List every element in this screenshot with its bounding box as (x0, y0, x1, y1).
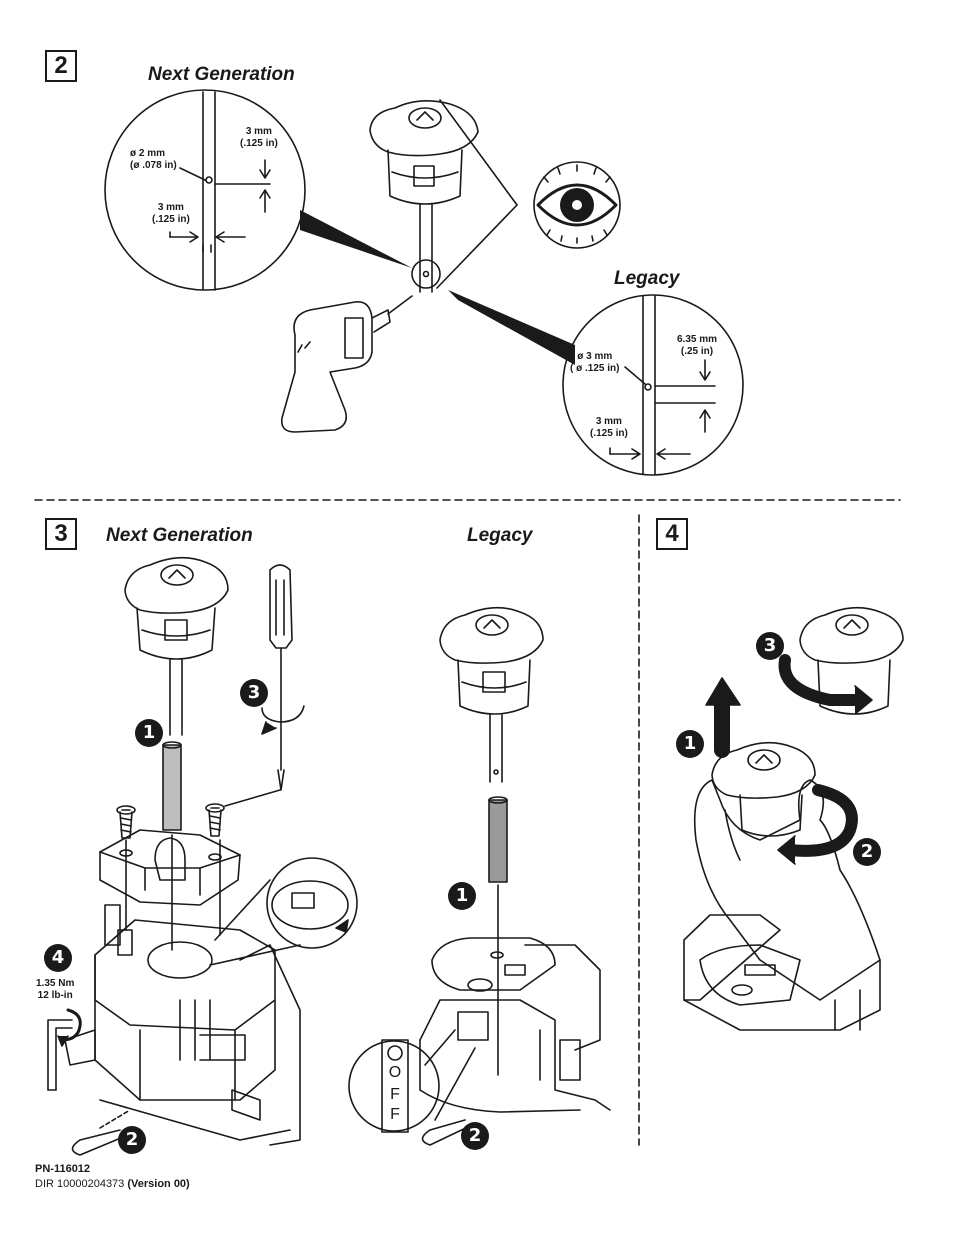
screwdriver-icon (261, 564, 305, 791)
part-number: PN-116012 (35, 1163, 91, 1175)
dir-number: DIR 10000204373 (35, 1178, 125, 1190)
hex-key-icon (47, 1008, 82, 1091)
callout-1-legacy: 1 (455, 885, 469, 906)
drill-icon (280, 295, 413, 433)
knob-section2 (369, 100, 479, 293)
callout-2-legacy: 2 (468, 1125, 482, 1146)
callout-3-step4: 3 (763, 635, 777, 656)
clip-pin-legacy (421, 1119, 473, 1146)
rotate-arrow-lower (777, 784, 858, 865)
callout-2-step4: 2 (860, 841, 874, 862)
step-number-3: 3 (45, 518, 77, 550)
base-assembly-nextgen (64, 834, 301, 1146)
off-label-o: O (388, 1064, 402, 1081)
cover-plate (99, 829, 241, 906)
hand-icon (693, 779, 881, 1001)
next-gen-heading-step3: Next Generation (106, 525, 253, 546)
eye-icon (533, 161, 621, 249)
screw-left (116, 805, 136, 839)
off-label-f1: F (390, 1086, 400, 1103)
off-label-f2: F (390, 1106, 400, 1123)
legacy-heading-step2: Legacy (614, 268, 680, 289)
callout-1-step4: 1 (683, 733, 697, 754)
next-gen-vertical-dim: 3 mm (.125 in) (240, 126, 278, 149)
next-gen-detail-circle (104, 89, 306, 291)
off-switch-detail-circle (348, 1039, 440, 1133)
next-gen-horizontal-dim: 3 mm (.125 in) (152, 202, 190, 225)
document-id: DIR 10000204373 (Version 00) (35, 1177, 190, 1191)
next-gen-hole-dim: ø 2 mm (ø .078 in) (130, 148, 177, 171)
step-number-4: 4 (656, 518, 688, 550)
callout-4-nextgen: 4 (51, 947, 65, 968)
callout-2-nextgen: 2 (125, 1129, 139, 1150)
callout-circles (44, 632, 881, 1154)
legacy-detail-circle (562, 294, 744, 476)
up-arrow (705, 677, 741, 758)
legacy-heading-step3: Legacy (467, 525, 533, 546)
clip-pin-nextgen (71, 1129, 129, 1156)
base-assembly-section4 (683, 914, 881, 1031)
version-label: (Version 00) (127, 1178, 190, 1190)
dial-detail-circle (266, 857, 358, 949)
legacy-vertical-dim: 6.35 mm (.25 in) (677, 334, 718, 357)
step-number-2: 2 (45, 50, 77, 82)
next-gen-heading-step2: Next Generation (148, 64, 295, 85)
knob-section3-legacy (439, 606, 544, 783)
callout-3-nextgen: 3 (247, 682, 261, 703)
legacy-horizontal-dim: 3 mm (.125 in) (590, 416, 628, 439)
knob-section3-nextgen (124, 556, 229, 736)
rotate-arrow-upper (778, 654, 873, 715)
legacy-hole-dim: ø 3 mm ( ø .125 in) (570, 351, 620, 374)
base-assembly-legacy (419, 937, 611, 1113)
torque-spec: 1.35 Nm 12 lb-in (36, 978, 75, 1001)
callout-1-nextgen: 1 (142, 722, 156, 743)
screw-right (205, 803, 225, 837)
